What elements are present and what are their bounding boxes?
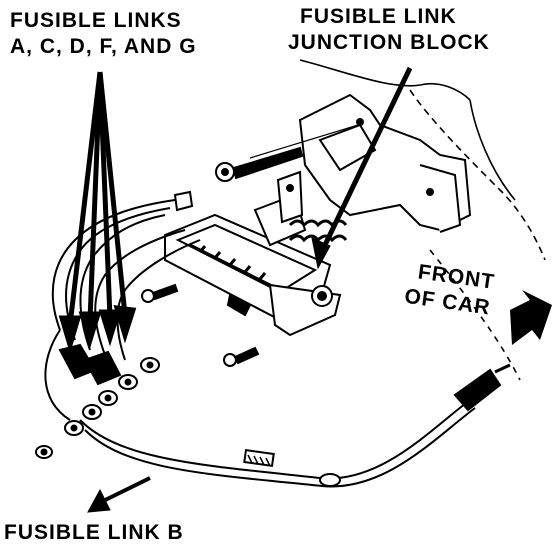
- fusible-link-b-cable: [79, 363, 511, 488]
- label-fusible-link-b: FUSIBLE LINK B: [4, 520, 184, 546]
- label-junction-block: FUSIBLE LINK JUNCTION BLOCK: [288, 4, 490, 56]
- fender-outline: [299, 59, 546, 381]
- leader-arrows-links-acdfg: [58, 71, 137, 354]
- bolt-guide-line: [249, 124, 359, 159]
- label-junction-block-line1: FUSIBLE LINK: [300, 5, 457, 28]
- bolt-upper: [215, 146, 304, 182]
- label-fusible-links-acdfg: FUSIBLE LINKS A, C, D, F, AND G: [10, 8, 197, 60]
- label-junction-block-line2: JUNCTION BLOCK: [288, 31, 490, 54]
- label-fusible-link-b-text: FUSIBLE LINK B: [4, 521, 184, 544]
- junction-block: [164, 213, 342, 337]
- leader-arrow-junction-block: [311, 66, 413, 270]
- ring-terminals: [35, 343, 160, 459]
- label-fusible-links-acdfg-line1: FUSIBLE LINKS: [10, 9, 182, 32]
- wire-bundle: [44, 190, 201, 421]
- terminal-springs: [253, 170, 348, 247]
- label-fusible-links-acdfg-line2: A, C, D, F, AND G: [10, 35, 197, 58]
- mounting-bracket: [298, 93, 472, 233]
- front-of-car-arrow: [510, 290, 552, 345]
- mounting-screws: [141, 283, 260, 367]
- leader-arrow-link-b: [87, 476, 151, 513]
